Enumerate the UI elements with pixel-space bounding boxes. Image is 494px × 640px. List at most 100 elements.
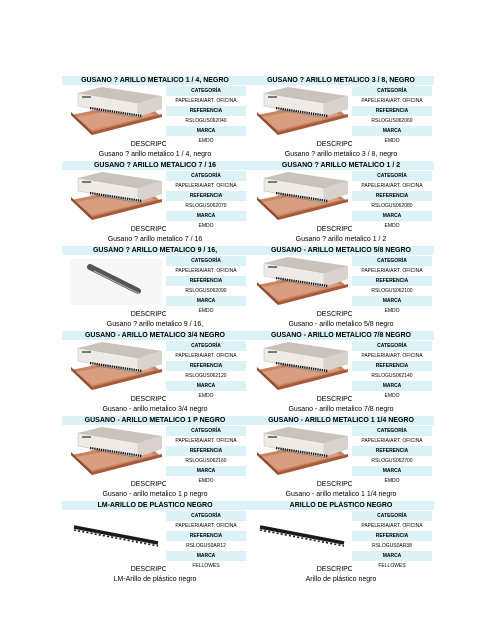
category-label: CATEGORÍA — [352, 426, 432, 436]
category-label: CATEGORÍA — [352, 171, 432, 181]
category-value: PAPELERIA/ART. OFICINA — [166, 436, 246, 446]
description-label: DESCRIPCÍON — [316, 566, 366, 573]
description-label: DESCRIPCÍON — [316, 311, 366, 318]
category-label: CATEGORÍA — [352, 256, 432, 266]
brand-label: MARCA — [352, 211, 432, 221]
brand-label: MARCA — [352, 126, 432, 136]
product-title: ARILLO DE PLÁSTICO NEGRO — [248, 501, 434, 510]
category-label: CATEGORÍA — [352, 341, 432, 351]
product-title: GUSANO ? ARILLO METALICO 1 / 2 — [248, 161, 434, 170]
reference-label: REFERENCIA — [166, 276, 246, 286]
product-title: GUSANO - ARILLO METALICO 5/8 NEGRO — [248, 246, 434, 255]
category-value: PAPELERIA/ART. OFICINA — [166, 96, 246, 106]
product-title: GUSANO ? ARILLO METALICO 7 / 16 — [62, 161, 248, 170]
brand-value: EMDO — [352, 391, 432, 401]
description-label: DESCRIPCÍON — [130, 396, 180, 403]
category-value: PAPELERIA/ART. OFICINA — [166, 351, 246, 361]
description-text: Gusano ? arillo metalico 7 / 16 — [107, 236, 203, 243]
description-label: DESCRIPCÍON — [130, 481, 180, 488]
description-text: Arillo de plástico negro — [305, 576, 377, 583]
brand-value: EMDO — [166, 391, 246, 401]
reference-label: REFERENCIA — [352, 531, 432, 541]
brand-value: EMDO — [352, 476, 432, 486]
description-label: DESCRIPCÍON — [316, 481, 366, 488]
reference-label: REFERENCIA — [166, 361, 246, 371]
product-card: GUSANO ? ARILLO METALICO 9 / 16,CATEGORÍ… — [62, 246, 248, 331]
brand-label: MARCA — [352, 381, 432, 391]
description-text: Gusano - arillo metalico 7/8 negro — [288, 406, 394, 413]
reference-value: RSLOGUS062100 — [352, 286, 432, 296]
reference-label: REFERENCIA — [352, 361, 432, 371]
box-icon — [68, 342, 164, 392]
reference-value: RSLOGUS0AR38 — [352, 541, 432, 551]
brand-label: MARCA — [166, 126, 246, 136]
product-title: GUSANO ? ARILLO METALICO 3 / 8, NEGRO — [248, 76, 434, 85]
box-icon — [68, 427, 164, 477]
reference-value: RSLOGUS062070 — [166, 201, 246, 211]
category-label: CATEGORÍA — [166, 426, 246, 436]
reference-label: REFERENCIA — [352, 191, 432, 201]
category-label: CATEGORÍA — [166, 341, 246, 351]
description-label: DESCRIPCÍON — [130, 226, 180, 233]
reference-label: REFERENCIA — [352, 106, 432, 116]
brand-label: MARCA — [352, 296, 432, 306]
comb-icon — [254, 512, 350, 562]
description-text: LM-Arillo de plástico negro — [113, 576, 197, 583]
category-value: PAPELERIA/ART. OFICINA — [352, 351, 432, 361]
description-text: Gusano - arillo metalico 3/4 negro — [102, 406, 208, 413]
category-value: PAPELERIA/ART. OFICINA — [352, 436, 432, 446]
description-label: DESCRIPCÍON — [130, 566, 180, 573]
category-label: CATEGORÍA — [352, 86, 432, 96]
brand-value: FELLOWES — [166, 561, 246, 571]
reference-label: REFERENCIA — [166, 531, 246, 541]
product-title: GUSANO - ARILLO METALICO 3/4 NEGRO — [62, 331, 248, 340]
description-label: DESCRIPCÍON — [316, 396, 366, 403]
brand-label: MARCA — [166, 296, 246, 306]
category-value: PAPELERIA/ART. OFICINA — [352, 266, 432, 276]
product-title: GUSANO ? ARILLO METALICO 9 / 16, — [62, 246, 248, 255]
reference-value: RSLOGUS062060 — [352, 116, 432, 126]
category-label: CATEGORÍA — [166, 171, 246, 181]
brand-value: EMDO — [166, 136, 246, 146]
brand-label: MARCA — [166, 381, 246, 391]
reference-value: RSLOGUS062080 — [352, 201, 432, 211]
category-value: PAPELERIA/ART. OFICINA — [352, 96, 432, 106]
category-value: PAPELERIA/ART. OFICINA — [352, 521, 432, 531]
reference-value: RSLOGUS062120 — [166, 371, 246, 381]
reference-value: RSLOGUS062700 — [352, 456, 432, 466]
description-label: DESCRIPCÍON — [130, 311, 180, 318]
reference-label: REFERENCIA — [352, 276, 432, 286]
product-title: GUSANO - ARILLO METALICO 1 P NEGRO — [62, 416, 248, 425]
description-label: DESCRIPCÍON — [316, 226, 366, 233]
description-text: Gusano ? arillo metalico 3 / 8, negro — [284, 151, 398, 158]
box-icon — [254, 427, 350, 477]
brand-value: EMDO — [352, 136, 432, 146]
box-icon — [68, 172, 164, 222]
description-text: Gusano - arillo metalico 5/8 negro — [288, 321, 394, 328]
reference-label: REFERENCIA — [166, 191, 246, 201]
reference-label: REFERENCIA — [166, 106, 246, 116]
box-icon — [68, 87, 164, 137]
reference-value: RSLOGUS062140 — [352, 371, 432, 381]
brand-label: MARCA — [166, 551, 246, 561]
brand-value: EMDO — [352, 306, 432, 316]
box-icon — [254, 342, 350, 392]
brand-value: EMDO — [166, 306, 246, 316]
